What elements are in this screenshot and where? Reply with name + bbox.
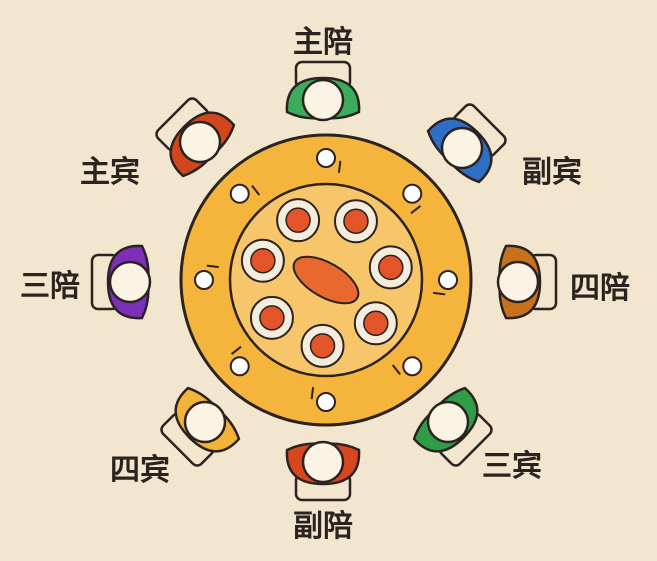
chopsticks-icon: [433, 291, 446, 296]
dish-food: [250, 247, 276, 274]
seat-label-top: 主陪: [293, 25, 353, 60]
seat-label-top-left: 主宾: [80, 155, 140, 190]
guest-head: [178, 120, 222, 164]
chopsticks-icon: [337, 160, 342, 173]
guest-head: [426, 400, 470, 444]
guest-head: [301, 78, 345, 122]
seat-labels: 主陪 副宾 四陪 三宾 副陪 四宾 三陪 主宾: [20, 25, 630, 544]
chopsticks-icon: [206, 264, 219, 269]
chopsticks-icon: [230, 345, 242, 355]
fish-dish: [292, 255, 360, 305]
guest-head: [183, 400, 227, 444]
seat-label-right: 四陪: [570, 271, 630, 306]
seat-label-bottom: 副陪: [293, 509, 353, 544]
bowl-icon: [229, 183, 250, 204]
dish-food: [259, 305, 285, 331]
dish-food: [285, 207, 311, 233]
chopsticks-icon: [391, 364, 401, 376]
seat-top: [285, 60, 361, 122]
seat-label-top-right: 副宾: [522, 155, 582, 190]
seat-bottom-right: [412, 386, 493, 467]
round-table: [179, 133, 473, 427]
seat-top-right: [426, 103, 507, 184]
guest-head: [496, 260, 540, 304]
chopsticks-icon: [410, 205, 422, 215]
seat-bottom-left: [160, 386, 241, 467]
bowl-icon: [194, 270, 214, 290]
guest-head: [440, 126, 484, 170]
dish-food: [363, 310, 389, 337]
chopsticks-icon: [251, 184, 261, 196]
seat-left: [90, 244, 152, 320]
seat-label-left: 三陪: [20, 269, 80, 304]
seat-label-bottom-right: 三宾: [482, 449, 542, 484]
dish-food: [378, 254, 404, 281]
bowl-icon: [402, 356, 423, 377]
seat-bottom: [285, 440, 361, 502]
seats: [90, 60, 558, 502]
bowl-icon: [438, 270, 458, 290]
seat-top-left: [155, 97, 236, 178]
dish-food: [343, 208, 369, 234]
seat-label-bottom-left: 四宾: [110, 453, 170, 488]
bowl-icon: [229, 356, 250, 377]
bowl-icon: [316, 392, 336, 412]
chopsticks-icon: [310, 387, 315, 400]
seat-right: [496, 244, 558, 320]
dish-food: [309, 333, 336, 359]
guest-head: [108, 260, 152, 304]
guest-head: [301, 440, 345, 484]
bowl-icon: [402, 183, 423, 204]
bowl-icon: [316, 148, 336, 168]
